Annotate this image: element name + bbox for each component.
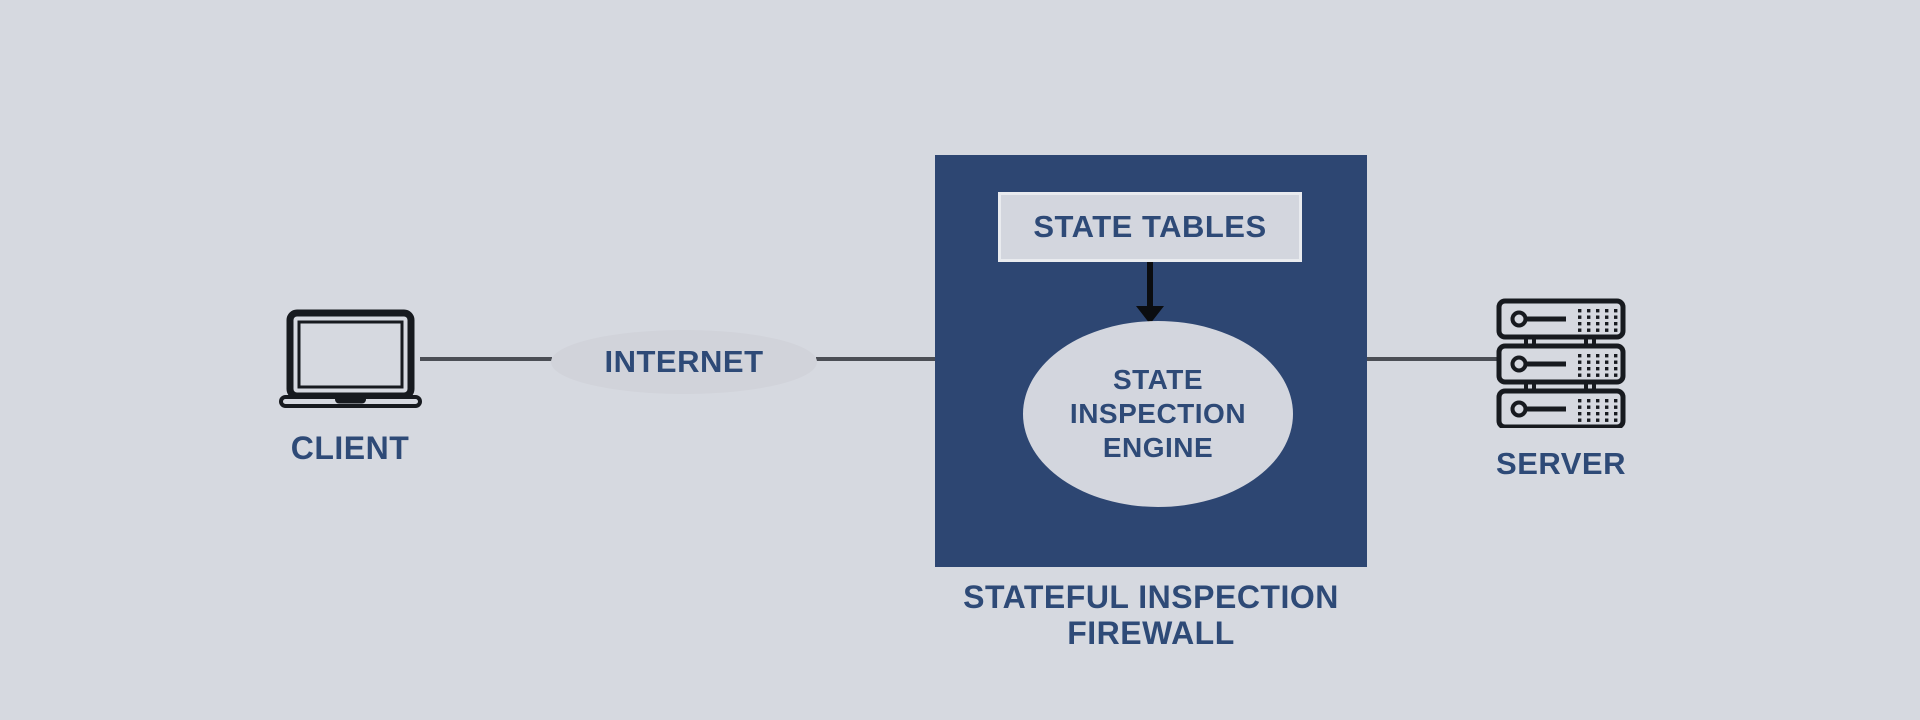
line-client-internet xyxy=(420,357,552,361)
internet-label: INTERNET xyxy=(604,344,764,379)
down-arrow-head-icon xyxy=(1136,306,1164,324)
engine-label-line: INSPECTION xyxy=(1069,398,1247,429)
laptop-icon xyxy=(279,309,422,408)
down-arrow-icon xyxy=(1147,262,1153,306)
firewall-panel: STATE TABLES STATE INSPECTION ENGINE xyxy=(935,155,1367,567)
state-tables-box: STATE TABLES xyxy=(998,192,1302,262)
firewall-caption-line1: STATEFUL INSPECTION xyxy=(963,579,1339,615)
line-firewall-server xyxy=(1366,357,1498,361)
engine-label-line: STATE xyxy=(1112,364,1204,395)
client-label: CLIENT xyxy=(290,430,410,466)
internet-node: INTERNET xyxy=(551,330,817,394)
server-label: SERVER xyxy=(1496,446,1626,481)
firewall-caption: STATEFUL INSPECTION FIREWALL xyxy=(881,579,1421,651)
state-inspection-engine-node: STATE INSPECTION ENGINE xyxy=(1023,321,1293,507)
line-internet-firewall xyxy=(816,357,936,361)
engine-label-line: ENGINE xyxy=(1102,432,1214,463)
firewall-caption-line2: FIREWALL xyxy=(1067,615,1235,651)
state-tables-label: STATE TABLES xyxy=(1033,209,1267,244)
server-rack-icon xyxy=(1496,298,1626,428)
